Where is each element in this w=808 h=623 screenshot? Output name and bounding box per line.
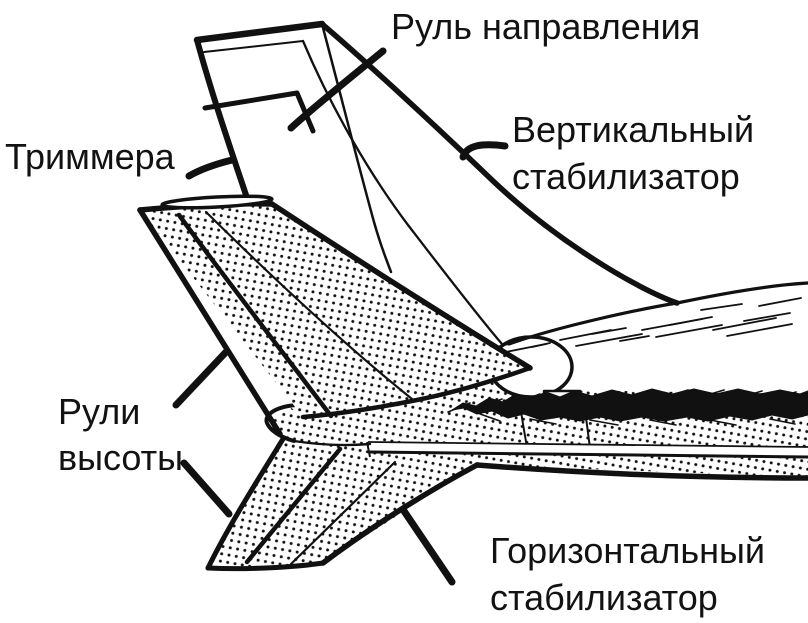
trimmers-leader-line (185, 156, 236, 180)
elevators-label: Рули высоты (58, 389, 183, 481)
fuselage-shadow-band (447, 388, 808, 449)
vertical-stabilizer-leader-line (459, 141, 509, 161)
elevators-leader-line-upper (172, 348, 230, 409)
vertical-stabilizer-label: Вертикальный стабилизатор (512, 106, 754, 200)
horizontal-stabilizer-leader-line (400, 507, 456, 586)
rudder-label: Руль направления (391, 6, 701, 47)
horizontal-stabilizer-label-line2: стабилизатор (490, 577, 718, 618)
lower-stabilizer-outline (205, 403, 808, 572)
elevators-label-line1: Рули (58, 391, 141, 432)
rudder-leader-line (287, 47, 387, 132)
horizontal-stabilizer-label: Горизонтальный стабилизатор (490, 527, 765, 621)
motion-streaks (496, 297, 802, 353)
elevators-label-line2: высоты (58, 437, 183, 478)
far-elevator-hinge-line (366, 441, 808, 459)
trimmers-label: Триммера (5, 136, 175, 177)
upper-stabilizer (137, 194, 533, 437)
vertical-stabilizer-label-line1: Вертикальный (512, 109, 755, 150)
vertical-fin-outline (193, 20, 808, 346)
vertical-stabilizer-label-line2: стабилизатор (512, 156, 740, 197)
horizontal-stabilizer-label-line1: Горизонтальный (490, 530, 765, 571)
elevators-leader-line-lower (180, 459, 233, 518)
